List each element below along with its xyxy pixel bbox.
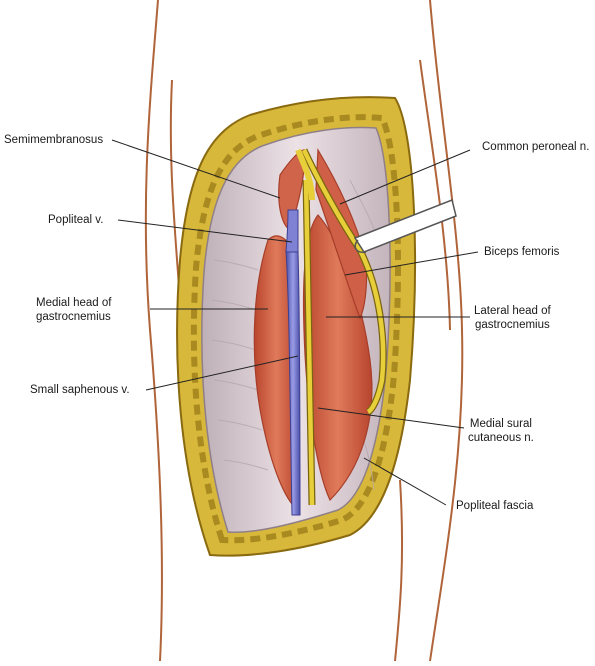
leader-popliteal-fascia — [363, 457, 447, 506]
label-small-saphenous-vein: Small saphenous v. — [30, 384, 130, 396]
label-medial-head-gastrocnemius: Medial head of gastrocnemius — [36, 297, 112, 323]
leader-small-saphenous — [145, 355, 299, 391]
leader-biceps-femoris — [344, 251, 479, 276]
label-medial-sural-cutaneous-nerve: Medial sural cutaneous n. — [468, 418, 534, 444]
leader-medial-sural — [317, 407, 465, 429]
label-semimembranosus: Semimembranosus — [4, 134, 104, 146]
tibial-nerve-trunk — [295, 148, 315, 201]
label-common-peroneal-nerve: Common peroneal n. — [482, 141, 590, 153]
leader-semimembranosus — [111, 139, 281, 199]
leader-common-peroneal — [339, 149, 471, 205]
label-popliteal-fascia: Popliteal fascia — [456, 500, 534, 512]
label-popliteal-vein: Popliteal v. — [48, 214, 104, 226]
popliteal-vein — [285, 209, 299, 253]
medial-sural-cutaneous-nerve-fill — [303, 179, 315, 506]
small-saphenous-vein — [285, 249, 301, 516]
label-biceps-femoris: Biceps femoris — [484, 246, 560, 258]
label-lateral-head-gastrocnemius: Lateral head of gastrocnemius — [474, 305, 551, 331]
retractor — [353, 198, 457, 254]
semimembranosus-muscle — [278, 149, 305, 231]
common-peroneal-nerve-fill — [301, 149, 386, 415]
leader-lines — [111, 139, 479, 506]
skin-outline — [144, 0, 464, 662]
leader-popliteal-v — [117, 219, 293, 243]
